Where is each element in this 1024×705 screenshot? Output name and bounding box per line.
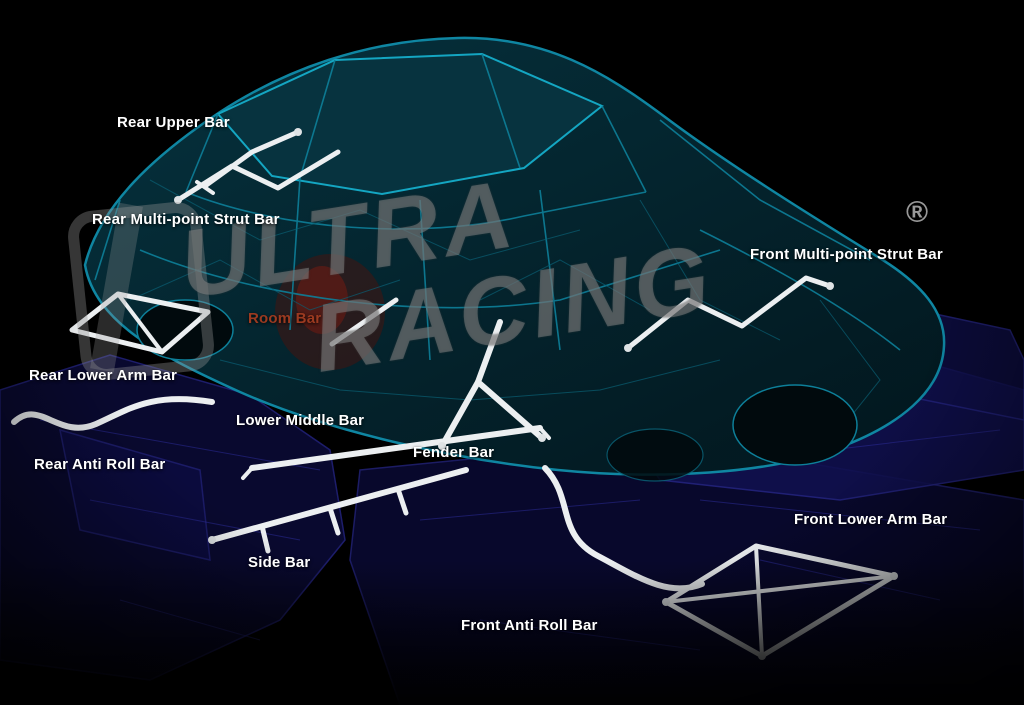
label-rear-lower-arm-bar: Rear Lower Arm Bar bbox=[29, 367, 178, 384]
label-room-bar: Room Bar bbox=[248, 310, 322, 327]
label-lower-middle-bar: Lower Middle Bar bbox=[236, 412, 365, 429]
label-fender-bar: Fender Bar bbox=[413, 444, 495, 461]
registered-trademark-symbol: ® bbox=[906, 196, 929, 229]
label-front-lower-arm-bar: Front Lower Arm Bar bbox=[794, 511, 948, 528]
label-front-anti-roll-bar: Front Anti Roll Bar bbox=[461, 617, 598, 634]
label-rear-anti-roll-bar: Rear Anti Roll Bar bbox=[34, 456, 166, 473]
label-rear-multi-point-strut-bar: Rear Multi-point Strut Bar bbox=[92, 211, 280, 228]
label-side-bar: Side Bar bbox=[248, 554, 311, 571]
label-front-multi-point-strut-bar: Front Multi-point Strut Bar bbox=[750, 246, 943, 263]
label-rear-upper-bar: Rear Upper Bar bbox=[117, 114, 230, 131]
